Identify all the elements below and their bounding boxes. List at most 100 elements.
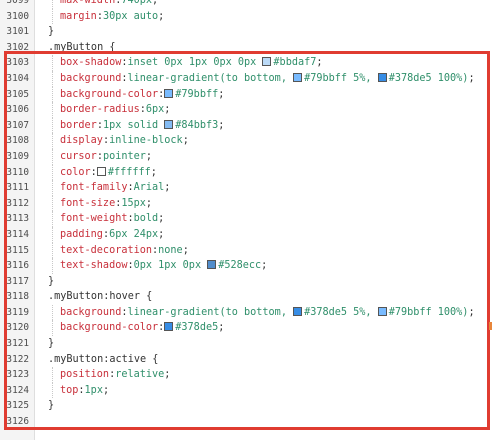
indent-guide	[52, 0, 53, 9]
color-swatch-icon[interactable]	[164, 322, 174, 332]
color-swatch-icon[interactable]	[164, 88, 174, 98]
line-content[interactable]: text-shadow:0px 1px 0px #528ecc;	[60, 258, 267, 274]
line-content[interactable]: background-color:#79bbff;	[60, 87, 224, 103]
color-value: #84bbf3	[175, 119, 219, 131]
line-content[interactable]: display:inline-block;	[60, 133, 189, 149]
semicolon: ;	[468, 306, 475, 318]
line-number: 3118	[6, 291, 29, 303]
colon: :	[115, 197, 122, 209]
line-content[interactable]: border-radius:6px;	[60, 102, 170, 118]
css-value: 100%)	[431, 306, 469, 318]
line-content[interactable]: font-weight:bold;	[60, 211, 164, 227]
line-content[interactable]: position:relative;	[60, 367, 170, 383]
code-line[interactable]: 3126	[0, 414, 500, 430]
line-number: 3120	[6, 322, 29, 334]
semicolon: ;	[218, 119, 225, 131]
code-line[interactable]: 3125}	[0, 398, 500, 414]
brace: }	[48, 275, 55, 287]
line-content[interactable]: padding:6px 24px;	[60, 227, 164, 243]
css-value: 0px 1px 0px	[133, 260, 208, 272]
line-content[interactable]: margin:30px auto;	[60, 9, 164, 25]
colon: :	[90, 166, 97, 178]
line-content[interactable]: }	[48, 398, 54, 414]
semicolon: ;	[164, 369, 171, 381]
colon: :	[102, 228, 110, 240]
color-swatch-icon[interactable]	[377, 306, 387, 316]
color-swatch-icon[interactable]	[207, 260, 217, 270]
line-content[interactable]: cursor:pointer;	[60, 149, 152, 165]
line-content[interactable]: font-size:15px;	[60, 196, 152, 212]
semicolon: ;	[218, 322, 225, 334]
color-swatch-icon[interactable]	[293, 306, 303, 316]
line-number: 3100	[6, 10, 29, 22]
line-content[interactable]: }	[48, 24, 54, 40]
line-content[interactable]: }	[48, 274, 54, 290]
code-line[interactable]: 3103 box-shadow:inset 0px 1px 0px 0px #bb…	[0, 55, 500, 71]
color-swatch-icon[interactable]	[377, 72, 387, 82]
semicolon: ;	[261, 260, 268, 272]
color-swatch-icon[interactable]	[164, 119, 174, 129]
line-content[interactable]: .myButton:hover {	[48, 289, 152, 305]
color-swatch-icon[interactable]	[96, 166, 106, 176]
css-property: color	[60, 166, 91, 178]
line-content[interactable]: max-width:740px;	[60, 0, 158, 9]
css-selector: .myButton:active {	[48, 353, 159, 365]
colon: :	[121, 57, 128, 69]
line-content[interactable]: color:#ffffff;	[60, 165, 157, 181]
line-content[interactable]: box-shadow:inset 0px 1px 0px 0px #bbdaf7…	[60, 55, 323, 71]
colon: :	[102, 135, 110, 147]
code-line[interactable]: 3100 margin:30px auto;	[0, 8, 500, 25]
line-content[interactable]: background:linear-gradient(to bottom, #7…	[60, 71, 475, 87]
semicolon: ;	[164, 182, 171, 194]
code-line[interactable]: 3121}	[0, 336, 500, 352]
code-line[interactable]: 3102.myButton {	[0, 40, 500, 56]
css-property: max-width	[60, 0, 116, 6]
css-property: top	[60, 384, 79, 396]
color-swatch-icon[interactable]	[293, 72, 303, 82]
line-content[interactable]: background-color:#378de5;	[60, 320, 224, 336]
code-line[interactable]: 3107 border:1px solid #84bbf3;	[0, 117, 500, 134]
line-content[interactable]: text-decoration:none;	[60, 243, 189, 259]
code-line[interactable]: 3120 background-color:#378de5;	[0, 320, 500, 337]
line-content[interactable]: font-family:Arial;	[60, 180, 170, 196]
line-number: 3107	[6, 119, 29, 131]
line-number: 3121	[6, 338, 29, 350]
code-line[interactable]: 3117}	[0, 274, 500, 290]
color-value: #ffffff	[107, 166, 151, 178]
line-content[interactable]: }	[48, 336, 54, 352]
line-content[interactable]: .myButton {	[48, 40, 115, 56]
css-property: position	[60, 369, 110, 381]
color-value: #378de5	[388, 72, 432, 84]
line-content[interactable]: background:linear-gradient(to bottom, #3…	[60, 305, 475, 321]
css-property: font-size	[60, 197, 116, 209]
code-line[interactable]: 3101}	[0, 24, 500, 40]
color-swatch-icon[interactable]	[262, 57, 272, 67]
line-number: 3103	[6, 57, 29, 69]
css-property: display	[60, 135, 103, 147]
line-content[interactable]: border:1px solid #84bbf3;	[60, 118, 224, 134]
code-line[interactable]: 3118 .myButton:hover {	[0, 289, 500, 305]
code-line[interactable]: 3122.myButton:active {	[0, 352, 500, 368]
line-content[interactable]: top:1px;	[60, 383, 109, 399]
line-content[interactable]: .myButton:active {	[48, 352, 158, 368]
indent-guide	[52, 8, 53, 25]
colon: :	[127, 260, 134, 272]
